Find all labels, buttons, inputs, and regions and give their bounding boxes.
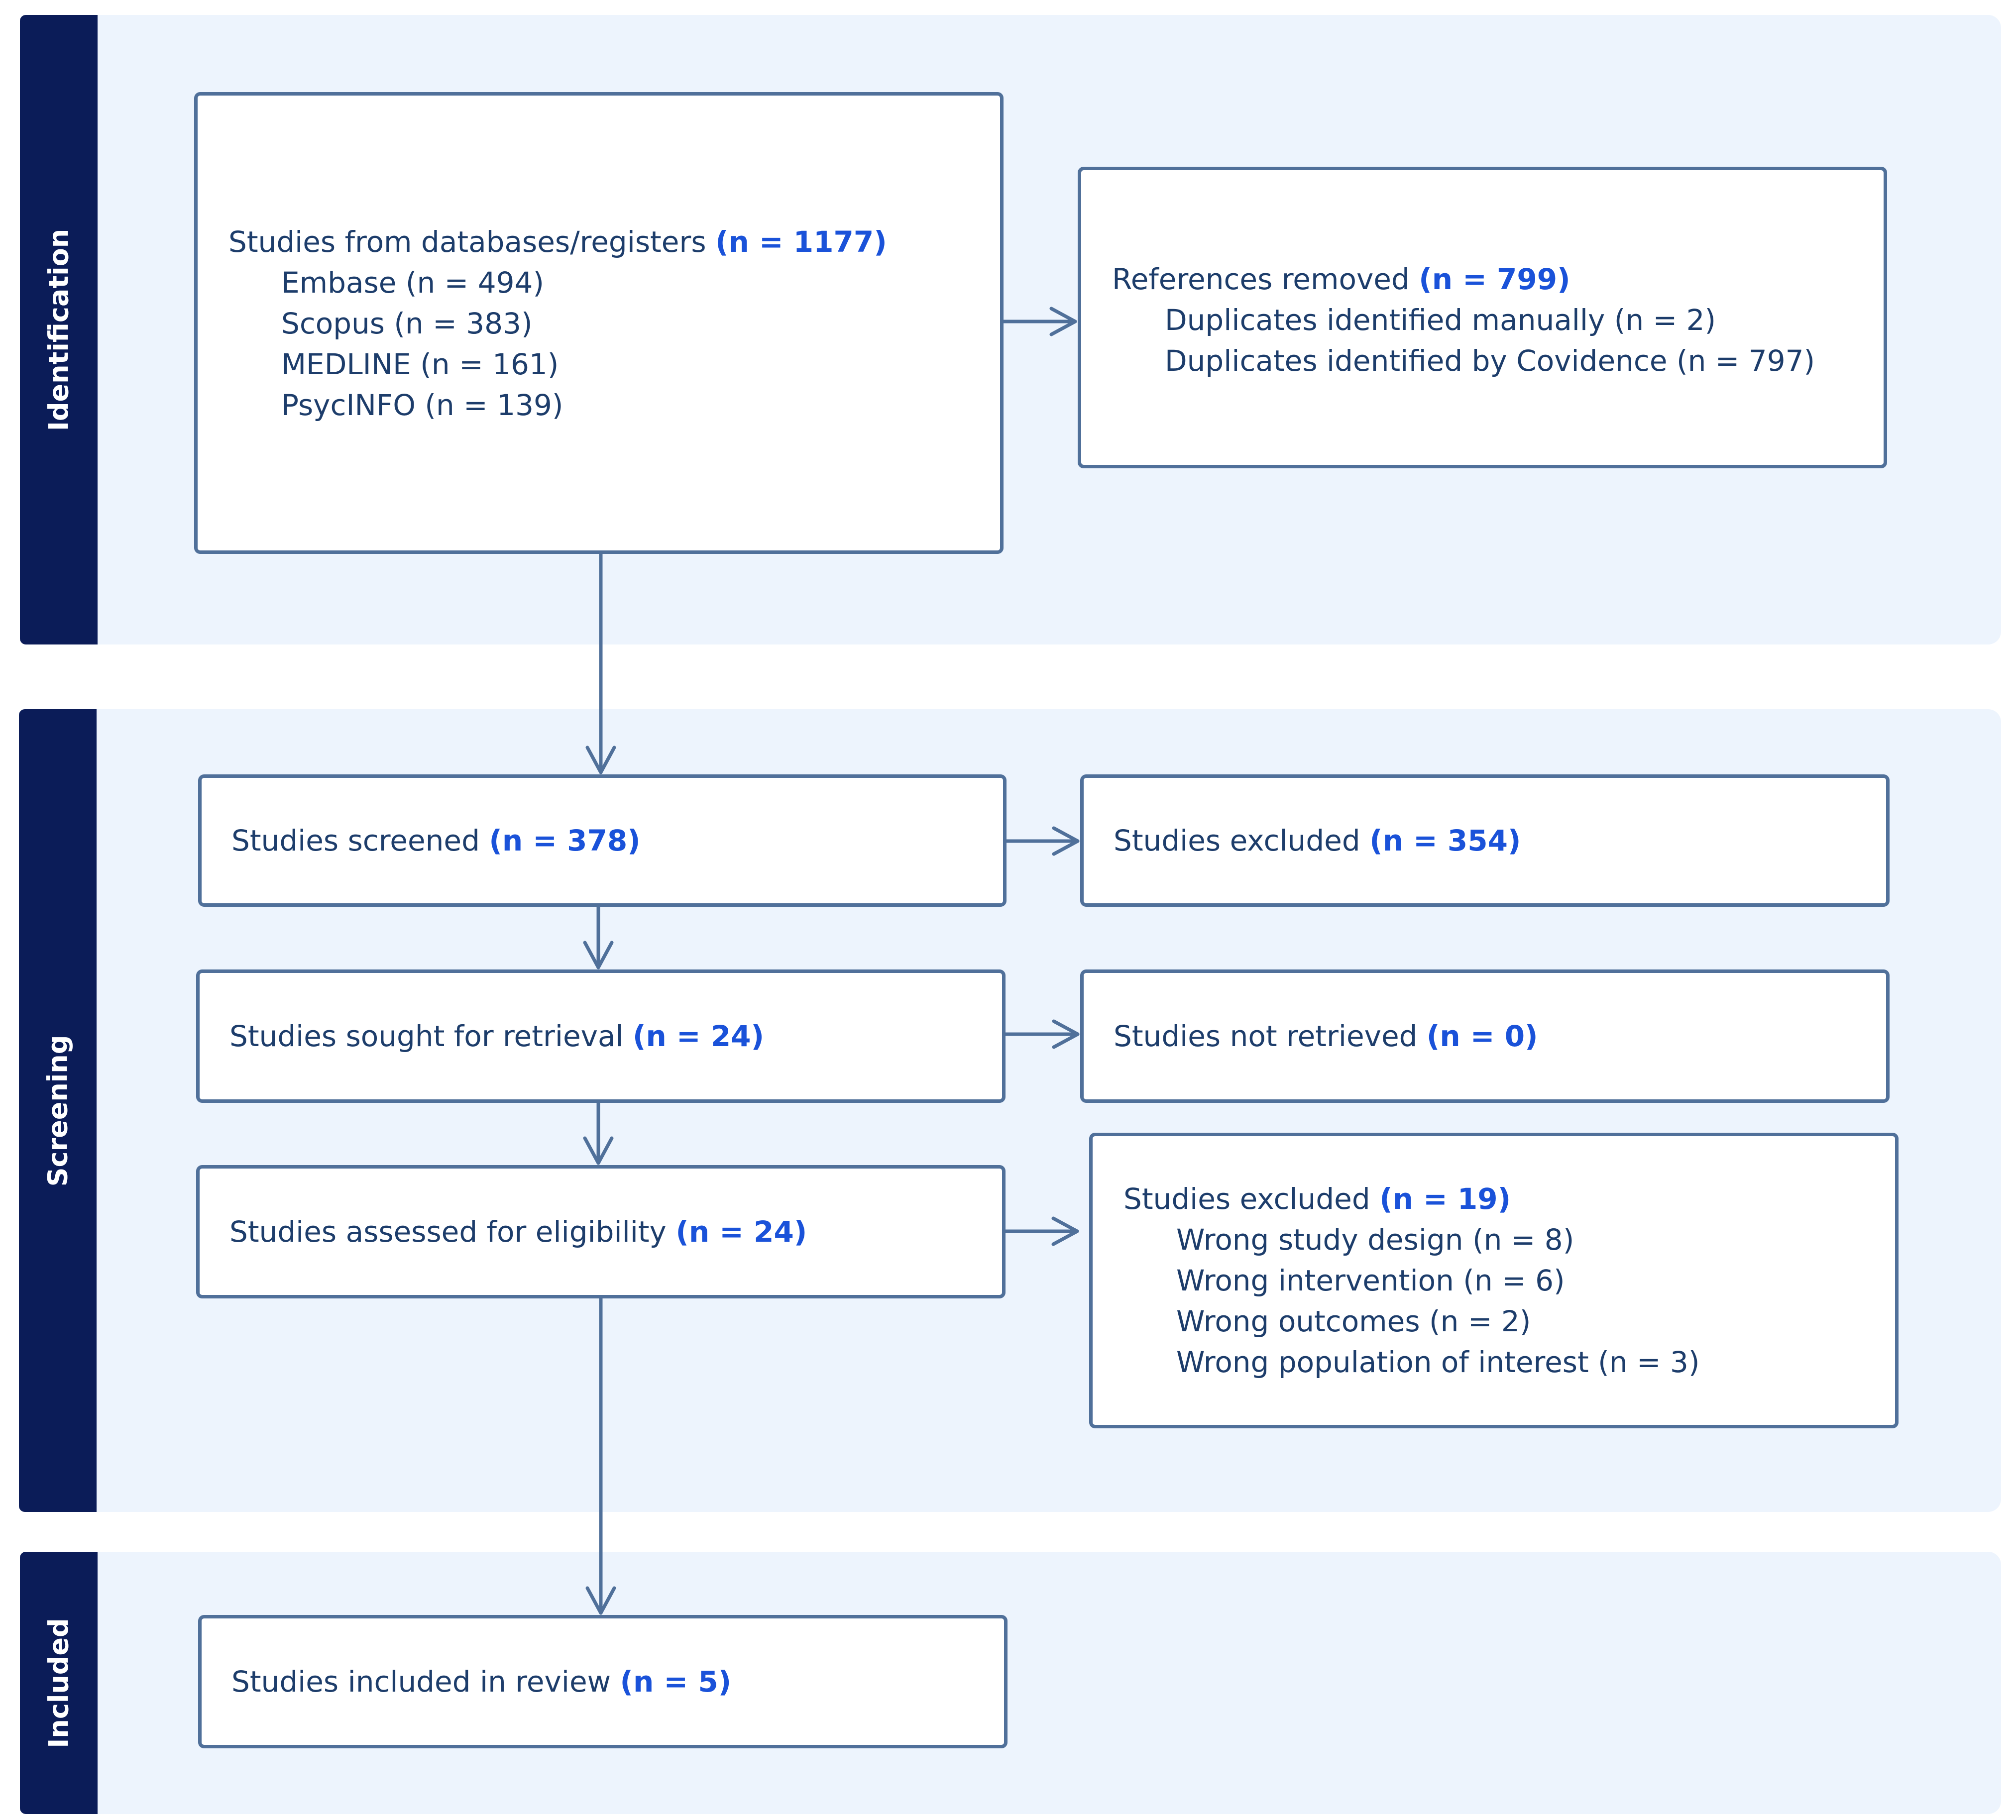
screened-count: (n = 378) [489, 824, 641, 857]
included-box: Studies included in review (n = 5) [198, 1615, 1008, 1748]
screened-label: Studies screened [231, 824, 480, 857]
included-heading: Studies included in review (n = 5) [231, 1661, 731, 1702]
included-box-label: Studies included in review [231, 1665, 611, 1699]
excluded-full-heading: Studies excluded (n = 19) [1123, 1178, 1895, 1219]
assessed-heading: Studies assessed for eligibility (n = 24… [229, 1211, 807, 1252]
not-retrieved-box: Studies not retrieved (n = 0) [1080, 969, 1890, 1103]
assessed-box: Studies assessed for eligibility (n = 24… [196, 1165, 1006, 1298]
excluded-full-label: Studies excluded [1123, 1182, 1370, 1216]
removed-heading: References removed (n = 799) [1112, 259, 1884, 300]
identification-label: Identification [20, 15, 98, 644]
arrowhead-sought-to-assessed [583, 1136, 614, 1165]
not-retrieved-count: (n = 0) [1426, 1019, 1538, 1053]
databases-item-embase: Embase (n = 494) [281, 266, 545, 300]
arrowhead-assessed-to-excluded [1051, 1216, 1079, 1246]
excluded-full-item-population: Wrong population of interest (n = 3) [1176, 1345, 1700, 1379]
excluded-full-item-outcomes: Wrong outcomes (n = 2) [1176, 1304, 1531, 1338]
arrowhead-databases-to-removed [1049, 307, 1077, 336]
arrowhead-sought-to-not-retrieved [1052, 1019, 1080, 1049]
excluded-screen-heading: Studies excluded (n = 354) [1114, 820, 1521, 861]
assessed-count: (n = 24) [675, 1215, 807, 1249]
sought-label: Studies sought for retrieval [229, 1019, 624, 1053]
arrowhead-screened-to-sought [583, 941, 614, 969]
excluded-screen-label: Studies excluded [1114, 824, 1360, 857]
databases-item-scopus: Scopus (n = 383) [281, 307, 533, 340]
removed-box: References removed (n = 799) Duplicates … [1078, 167, 1887, 468]
removed-label: References removed [1112, 262, 1410, 296]
removed-item-manual: Duplicates identified manually (n = 2) [1165, 303, 1716, 337]
databases-box: Studies from databases/registers (n = 11… [194, 92, 1004, 554]
databases-count: (n = 1177) [715, 225, 887, 259]
excluded-full-item-design: Wrong study design (n = 8) [1176, 1223, 1574, 1257]
databases-item-psycinfo: PsycINFO (n = 139) [281, 388, 563, 422]
excluded-full-box: Studies excluded (n = 19) Wrong study de… [1089, 1133, 1899, 1428]
arrowhead-screened-to-excluded [1052, 826, 1080, 856]
sought-box: Studies sought for retrieval (n = 24) [196, 969, 1006, 1103]
not-retrieved-label: Studies not retrieved [1114, 1019, 1418, 1053]
arrowhead-databases-to-screened [585, 746, 616, 774]
sought-heading: Studies sought for retrieval (n = 24) [229, 1016, 764, 1057]
included-box-count: (n = 5) [620, 1665, 732, 1699]
databases-label: Studies from databases/registers [228, 225, 706, 259]
screened-heading: Studies screened (n = 378) [231, 820, 641, 861]
arrowhead-assessed-to-included [585, 1586, 616, 1615]
excluded-full-count: (n = 19) [1379, 1182, 1511, 1216]
excluded-full-item-intervention: Wrong intervention (n = 6) [1176, 1264, 1565, 1297]
not-retrieved-heading: Studies not retrieved (n = 0) [1114, 1016, 1538, 1057]
sought-count: (n = 24) [633, 1019, 765, 1053]
removed-count: (n = 799) [1419, 262, 1570, 296]
excluded-screen-count: (n = 354) [1369, 824, 1521, 857]
screening-label: Screening [19, 709, 97, 1512]
screened-box: Studies screened (n = 378) [198, 774, 1007, 907]
removed-item-covidence: Duplicates identified by Covidence (n = … [1165, 344, 1815, 378]
databases-item-medline: MEDLINE (n = 161) [281, 347, 559, 381]
assessed-label: Studies assessed for eligibility [229, 1215, 667, 1249]
included-label: Included [20, 1552, 98, 1814]
excluded-screen-box: Studies excluded (n = 354) [1080, 774, 1890, 907]
databases-heading: Studies from databases/registers (n = 11… [228, 221, 1000, 262]
